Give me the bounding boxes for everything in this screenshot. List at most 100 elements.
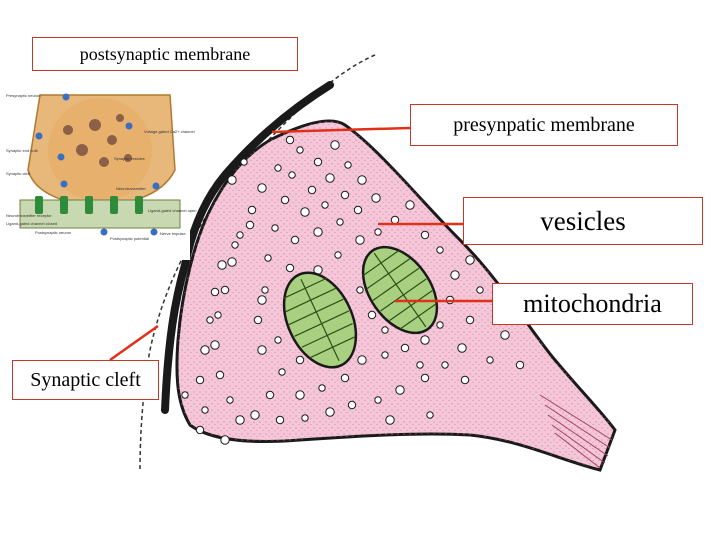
vesicle — [426, 411, 434, 419]
vesicle — [275, 415, 285, 425]
vesicle — [374, 396, 382, 404]
inset-label: Voltage-gated Ca2+ channel — [144, 129, 195, 134]
vesicle — [261, 286, 269, 294]
postsynaptic-membrane — [161, 81, 334, 414]
vesicle — [374, 228, 382, 236]
vesicle — [288, 171, 296, 179]
axon-striations — [539, 394, 613, 469]
vesicle — [367, 310, 377, 320]
vesicle — [274, 336, 282, 344]
vesicle — [344, 161, 352, 169]
vesicle — [245, 220, 255, 230]
vesicle — [436, 321, 444, 329]
synaptic-cleft-label: Synaptic cleft — [12, 360, 159, 400]
vesicle — [334, 251, 342, 259]
vesicle — [257, 183, 267, 193]
mitochondria-label: mitochondria — [492, 283, 693, 325]
vesicle — [236, 231, 244, 239]
vesicle — [247, 205, 257, 215]
vesicle — [278, 368, 286, 376]
vesicle — [313, 157, 323, 167]
vesicle — [395, 385, 405, 395]
vesicle — [195, 375, 205, 385]
vesicle — [290, 235, 300, 245]
inset-label: Synaptic cleft — [6, 171, 31, 176]
inset-label: Postsynaptic neuron — [35, 230, 71, 235]
inset-label: Neurotransmitter — [116, 186, 146, 191]
pointer-cleft — [109, 324, 159, 362]
vesicle — [227, 175, 237, 185]
inset-label: Nerve impulse — [160, 231, 186, 236]
vesicle — [321, 201, 329, 209]
vesicle — [235, 415, 245, 425]
vesicle — [181, 391, 189, 399]
inset-step-markers — [35, 93, 160, 236]
vesicle — [301, 414, 309, 422]
vesicles-label: vesicles — [463, 197, 703, 245]
vesicle — [325, 407, 335, 417]
postsynaptic-membrane-label: postsynaptic membrane — [32, 37, 298, 71]
vesicle — [355, 235, 365, 245]
vesicle — [436, 246, 444, 254]
vesicle — [340, 373, 350, 383]
vesicle — [357, 175, 367, 185]
vesicle — [307, 185, 317, 195]
vesicle — [201, 406, 209, 414]
vesicle — [295, 390, 305, 400]
inset-label: Synaptic end bulb — [6, 148, 39, 153]
vesicle — [285, 135, 295, 145]
vesicle — [257, 295, 267, 305]
inset-label: Ligand-gated channel open — [148, 208, 197, 213]
inset-label: Synaptic vesicles — [114, 156, 145, 161]
vesicle — [250, 410, 260, 420]
inset-synapse-illustration: Presynaptic neuron Synaptic end bulb Syn… — [4, 85, 197, 260]
vesicle — [420, 230, 430, 240]
vesicle — [500, 330, 510, 340]
vesicle — [336, 218, 344, 226]
vesicle — [441, 361, 449, 369]
inset-label: Ligand-gated channel closed — [6, 221, 57, 226]
vesicle — [465, 315, 475, 325]
inset-receptors — [35, 196, 143, 214]
vesicle — [257, 345, 267, 355]
vesicle — [381, 351, 389, 359]
vesicle — [220, 285, 230, 295]
vesicle — [318, 384, 326, 392]
vesicle — [240, 158, 248, 166]
vesicle — [214, 311, 222, 319]
vesicle — [325, 173, 335, 183]
presynaptic-membrane-label: presynpatic membrane — [410, 104, 678, 146]
vesicle — [416, 361, 424, 369]
vesicle — [450, 270, 460, 280]
vesicle — [226, 396, 234, 404]
vesicle — [486, 356, 494, 364]
vesicle — [300, 207, 310, 217]
vesicle — [280, 195, 290, 205]
vesicle — [390, 215, 400, 225]
vesicle — [420, 335, 430, 345]
vesicle — [381, 326, 389, 334]
mitochondrion-right — [361, 245, 439, 335]
inset-label: Presynaptic neuron — [6, 93, 40, 98]
vesicle — [210, 340, 220, 350]
vesicle — [356, 286, 364, 294]
vesicle — [457, 343, 467, 353]
vesicle — [340, 190, 350, 200]
vesicle — [231, 241, 239, 249]
vesicle — [296, 146, 304, 154]
vesicle — [265, 390, 275, 400]
vesicle — [200, 345, 210, 355]
vesicle — [347, 400, 357, 410]
vesicle — [515, 360, 525, 370]
inset-label: Postsynaptic potential — [110, 236, 149, 241]
vesicle — [353, 205, 363, 215]
vesicle — [400, 343, 410, 353]
mitochondrion-left — [282, 271, 358, 369]
vesicle — [465, 255, 475, 265]
vesicle — [217, 260, 227, 270]
vesicle — [253, 315, 263, 325]
vesicle — [420, 373, 430, 383]
vesicle — [215, 370, 225, 380]
vesicle — [264, 254, 272, 262]
